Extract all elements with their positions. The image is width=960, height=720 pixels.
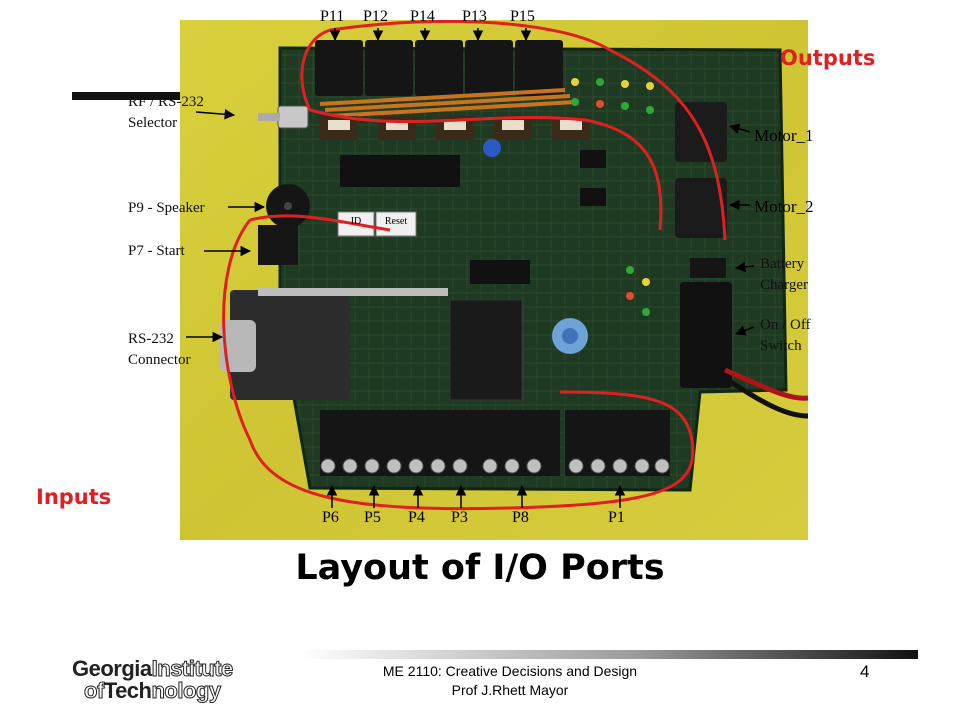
page-number: 4	[860, 662, 870, 681]
footer-course-title: ME 2110: Creative Decisions and Design	[382, 663, 638, 679]
port-label-p11: P11	[320, 8, 345, 25]
port-label-p14: P14	[410, 8, 435, 25]
p7-start-label: P7 - Start	[128, 243, 185, 259]
reset-button-label: Reset	[384, 216, 408, 227]
port-label-p13: P13	[462, 8, 487, 25]
logo-text-institute: Institute	[151, 656, 234, 681]
battery-charger-label: Battery Charger	[760, 254, 808, 296]
georgia-tech-logo: GeorgiaInstitute ofTechnology	[72, 656, 282, 704]
rs232-label-line2: Connector	[128, 352, 191, 368]
decorative-bar	[72, 92, 182, 100]
board-photo	[180, 20, 808, 540]
onoff-label-line1: On / Off	[760, 317, 811, 333]
id-button-label: ID	[350, 216, 362, 227]
port-label-p5: P5	[364, 509, 381, 526]
footer-instructor: Prof J.Rhett Mayor	[451, 682, 569, 698]
rf-selector-label-line1: RF / RS-232	[128, 94, 204, 110]
rf-selector-label: RF / RS-232 Selector	[128, 92, 204, 134]
port-label-p6: P6	[322, 509, 339, 526]
logo-text-georgia: Georgia	[72, 656, 152, 681]
outputs-heading: Outputs	[780, 46, 876, 70]
rs232-connector-label: RS-232 Connector	[128, 329, 190, 371]
logo-text-of: of	[84, 678, 105, 703]
port-label-p3: P3	[451, 509, 468, 526]
port-label-p8: P8	[512, 509, 529, 526]
port-label-p1: P1	[608, 509, 625, 526]
footer-course-info: ME 2110: Creative Decisions and Design P…	[330, 662, 690, 700]
motor-2-label: Motor_2	[754, 197, 814, 216]
battery-label-line2: Charger	[760, 277, 809, 293]
onoff-label-line2: Switch	[760, 338, 802, 354]
on-off-switch-label: On / Off Switch	[760, 315, 811, 357]
logo-text-nology: nology	[151, 678, 222, 703]
rs232-label-line1: RS-232	[128, 331, 174, 347]
rf-selector-label-line2: Selector	[128, 115, 178, 131]
slide-title: Layout of I/O Ports	[295, 548, 665, 588]
logo-text-tech: Tech	[103, 678, 152, 703]
port-label-p12: P12	[363, 8, 388, 25]
footer-gradient-bar	[300, 650, 918, 659]
inputs-heading: Inputs	[36, 485, 112, 509]
p9-speaker-label: P9 - Speaker	[128, 200, 205, 216]
motor-1-label: Motor_1	[754, 126, 814, 145]
port-label-p15: P15	[510, 8, 535, 25]
battery-label-line1: Battery	[760, 256, 805, 272]
port-label-p4: P4	[408, 509, 425, 526]
